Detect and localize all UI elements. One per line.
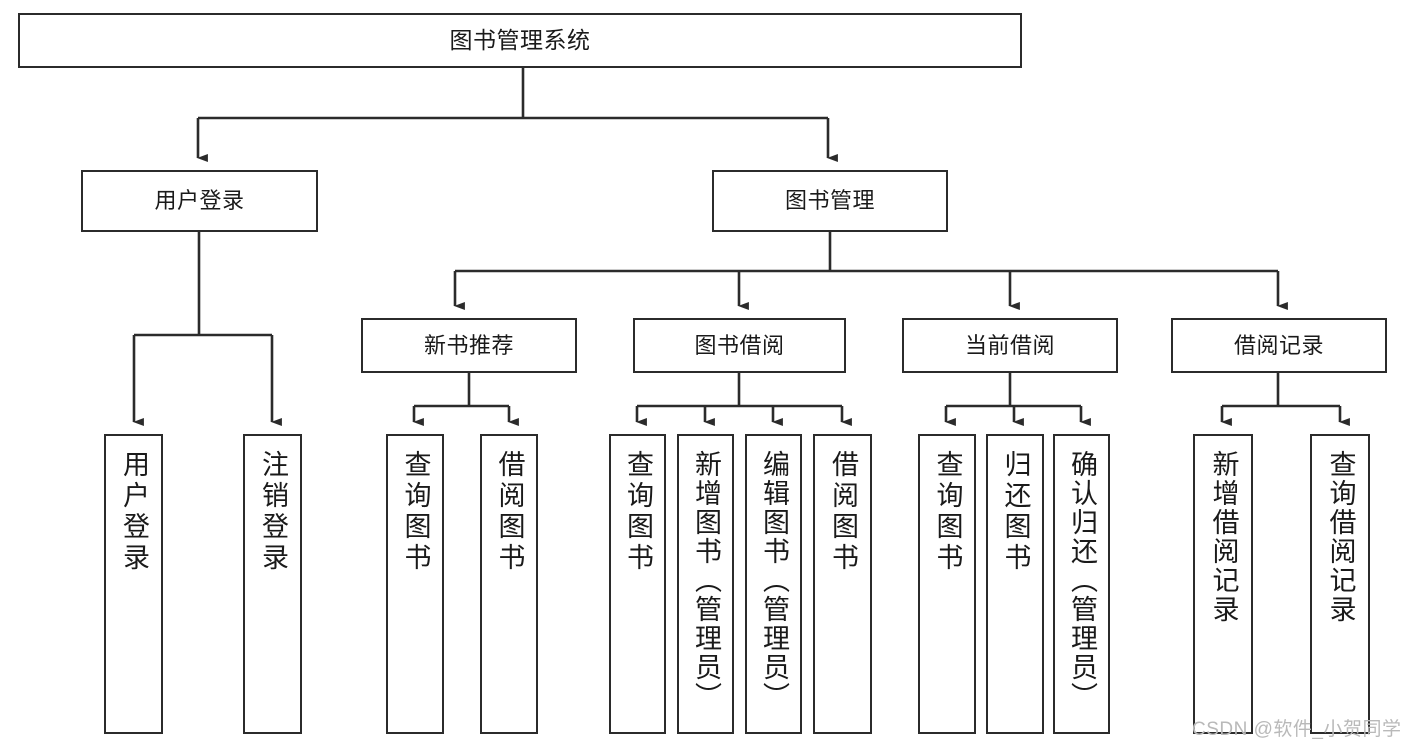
- node-borrow-records[interactable]: 借阅记录: [1171, 318, 1387, 373]
- node-label: 图书管理: [784, 188, 875, 214]
- node-label: 图书管理系统: [449, 26, 591, 53]
- node-leaf-edit-book-admin[interactable]: 编辑图书（管理员）: [745, 434, 802, 734]
- node-leaf-borrow-book-recommend[interactable]: 借阅图书: [480, 434, 538, 734]
- node-root-system[interactable]: 图书管理系统: [18, 13, 1022, 68]
- node-current-borrow[interactable]: 当前借阅: [902, 318, 1118, 373]
- node-label: 新书推荐: [423, 332, 514, 358]
- node-label: 查询图书: [400, 450, 431, 574]
- node-label: 新增借阅记录: [1208, 450, 1239, 624]
- node-leaf-user-login[interactable]: 用户登录: [104, 434, 163, 734]
- node-label: 用户登录: [154, 188, 245, 214]
- node-leaf-query-book-recommend[interactable]: 查询图书: [386, 434, 444, 734]
- node-label: 借阅记录: [1233, 332, 1324, 358]
- node-leaf-logout[interactable]: 注销登录: [243, 434, 302, 734]
- node-leaf-query-book-current[interactable]: 查询图书: [918, 434, 976, 734]
- node-label: 新增图书（管理员）: [691, 450, 721, 711]
- node-label: 查询借阅记录: [1325, 450, 1356, 624]
- node-label: 图书借阅: [694, 332, 785, 358]
- node-leaf-add-book-admin[interactable]: 新增图书（管理员）: [677, 434, 734, 734]
- node-book-borrow[interactable]: 图书借阅: [633, 318, 846, 373]
- node-label: 归还图书: [1000, 450, 1031, 574]
- node-leaf-add-borrow-record[interactable]: 新增借阅记录: [1193, 434, 1253, 734]
- node-label: 用户登录: [119, 450, 149, 574]
- node-leaf-confirm-return-admin[interactable]: 确认归还（管理员）: [1053, 434, 1110, 734]
- node-leaf-return-book[interactable]: 归还图书: [986, 434, 1044, 734]
- node-label: 编辑图书（管理员）: [759, 450, 789, 711]
- node-label: 注销登录: [258, 450, 288, 574]
- node-user-login[interactable]: 用户登录: [81, 170, 318, 232]
- node-label: 查询图书: [932, 450, 963, 574]
- node-leaf-borrow-book[interactable]: 借阅图书: [813, 434, 872, 734]
- node-new-book-recommend[interactable]: 新书推荐: [361, 318, 577, 373]
- node-label: 借阅图书: [494, 450, 525, 574]
- node-book-management[interactable]: 图书管理: [712, 170, 948, 232]
- node-leaf-query-book-borrow[interactable]: 查询图书: [609, 434, 666, 734]
- csdn-watermark: CSDN @软件_小贺同学: [1192, 719, 1402, 740]
- node-leaf-query-borrow-record[interactable]: 查询借阅记录: [1310, 434, 1370, 734]
- node-label: 当前借阅: [964, 332, 1055, 358]
- node-label: 查询图书: [623, 450, 653, 574]
- node-label: 确认归还（管理员）: [1067, 450, 1097, 711]
- node-label: 借阅图书: [828, 450, 858, 574]
